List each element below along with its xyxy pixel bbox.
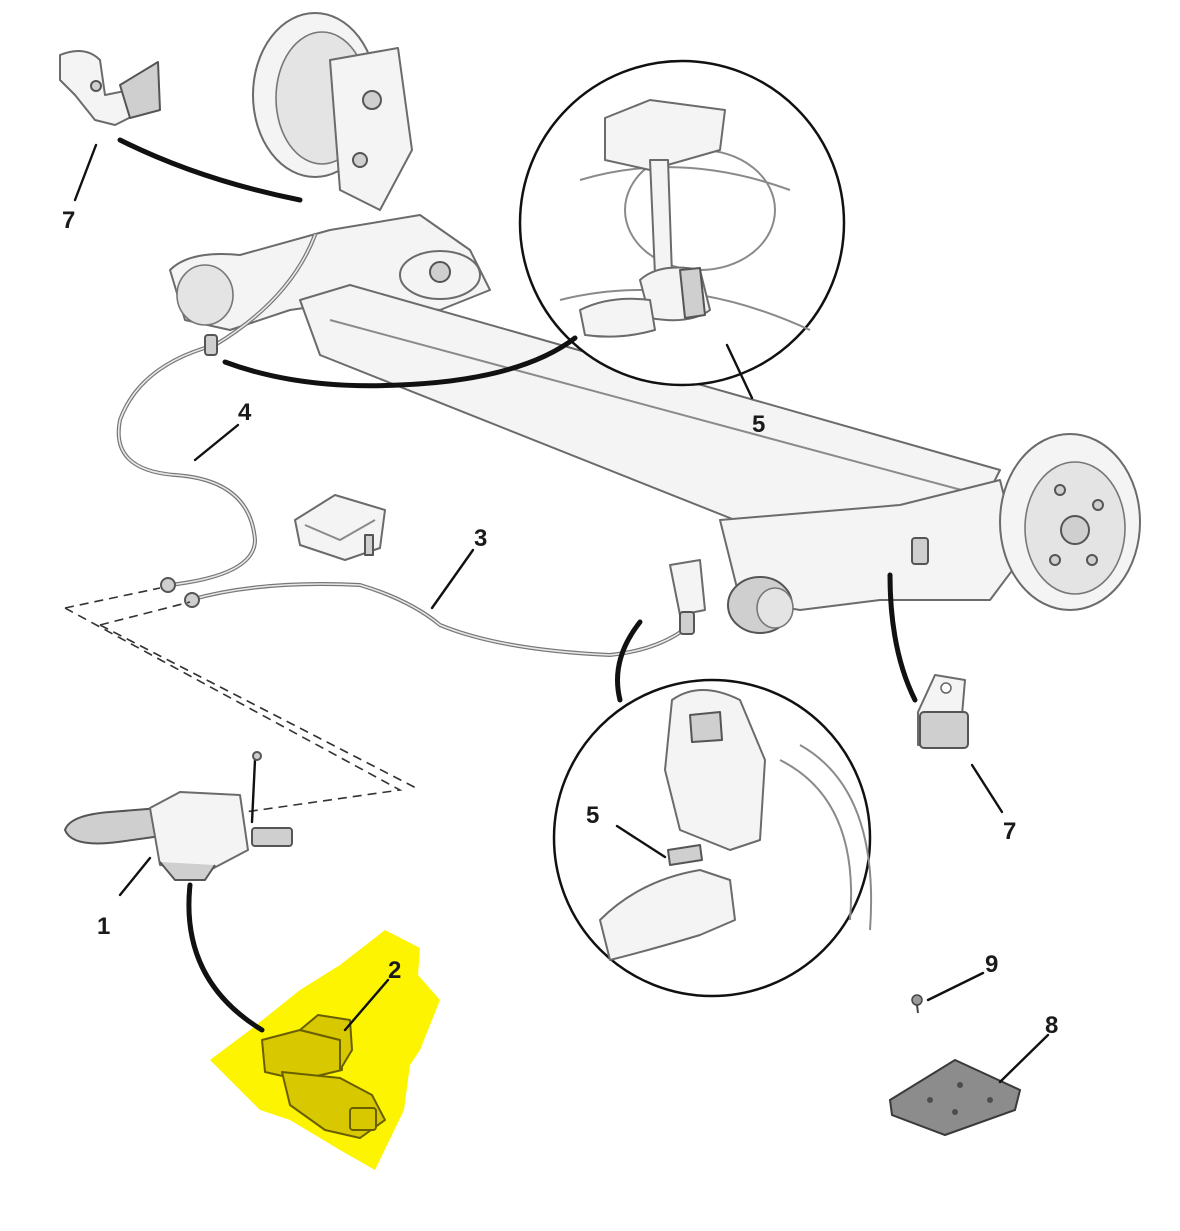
rear-axle bbox=[169, 12, 1141, 634]
callout-9: 9 bbox=[985, 951, 998, 978]
handbrake-switch bbox=[210, 930, 440, 1170]
right-bracket bbox=[917, 674, 969, 749]
brake-cables bbox=[116, 233, 695, 658]
top-left-bracket bbox=[59, 50, 161, 126]
callout-5-top: 5 bbox=[752, 411, 765, 438]
callout-2: 2 bbox=[388, 957, 401, 984]
callout-3: 3 bbox=[474, 525, 487, 552]
callout-7-top-left: 7 bbox=[62, 207, 75, 234]
leader-lines bbox=[73, 137, 1050, 1084]
cable-routing-line bbox=[64, 587, 421, 813]
screw bbox=[911, 994, 923, 1014]
centre-cable-bracket bbox=[294, 494, 386, 561]
detail-circle-top bbox=[518, 59, 846, 387]
detail-circle-bottom bbox=[552, 678, 873, 998]
mounting-plate bbox=[888, 1058, 1022, 1137]
callout-8: 8 bbox=[1045, 1012, 1058, 1039]
callout-4: 4 bbox=[238, 399, 252, 426]
handbrake-lever bbox=[64, 751, 293, 881]
callout-labels: 7 5 4 3 5 7 1 2 9 8 bbox=[62, 207, 1058, 1039]
callout-7-right: 7 bbox=[1003, 818, 1016, 845]
callout-5-bottom: 5 bbox=[586, 802, 599, 829]
callout-1: 1 bbox=[97, 913, 110, 940]
